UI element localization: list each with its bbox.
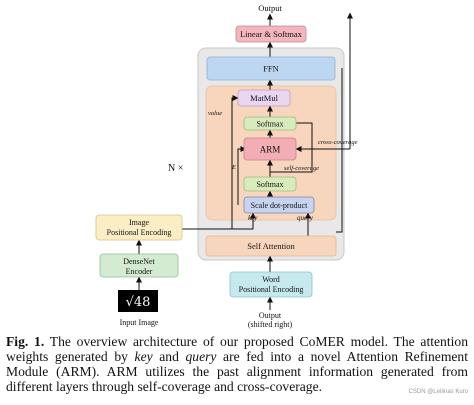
linear-softmax-box	[235, 25, 307, 43]
self-coverage-label: self-coverage	[284, 165, 319, 172]
caption-text-2: and	[152, 349, 186, 364]
arm-label: ARM	[260, 145, 281, 155]
input-image-glyph: √48	[126, 295, 151, 310]
arrow-self-coverage	[270, 122, 313, 173]
matmul-box	[237, 89, 291, 107]
figure-caption: Fig. 1. The overview architecture of our…	[6, 334, 468, 394]
caption-query: query	[185, 349, 217, 364]
image-pe-box	[95, 214, 183, 241]
densenet-label-line1: DenseNet	[123, 257, 155, 266]
arm-box	[243, 137, 297, 161]
figure-number: Fig. 1.	[6, 334, 45, 349]
densenet-box	[99, 253, 179, 278]
n-times-label: N ×	[168, 163, 183, 174]
caption-text-1: The overview architecture of our propose…	[6, 334, 468, 364]
softmax-lower-box	[243, 176, 297, 192]
arrow-value-to-matmul	[231, 95, 239, 229]
scale-dot-product-label: Scale dot-product	[251, 201, 308, 210]
value-label: value	[208, 110, 222, 117]
architecture-diagram: Output Linear & Softmax FFN MatMul Softm…	[95, 3, 358, 329]
word-pe-label-line1: Word	[262, 275, 280, 284]
image-pe-label-line1: Image	[129, 218, 149, 227]
input-image-label: Input Image	[120, 318, 159, 327]
caption-text-3: are fed into a novel Attention Refinemen…	[6, 349, 469, 394]
query-label: query	[297, 214, 314, 222]
ffn-label: FFN	[263, 64, 279, 74]
densenet-label-line2: Encoder	[126, 267, 153, 276]
image-pe-label-line2: Positional Encoding	[107, 228, 172, 237]
ffn-box	[206, 56, 336, 81]
cross-coverage-label: cross-coverage	[318, 139, 358, 146]
output-bottom-label-line2: (shifted right)	[248, 320, 293, 329]
word-pe-label-line2: Positional Encoding	[239, 285, 304, 294]
arrow-imagepe-to-key	[182, 212, 256, 230]
matmul-label: MatMul	[250, 93, 279, 103]
softmax-upper-label: Softmax	[256, 120, 283, 129]
linear-softmax-label: Linear & Softmax	[240, 29, 303, 39]
scale-dot-product-box	[243, 196, 315, 214]
softmax-upper-box	[243, 116, 297, 131]
arrow-e-to-arm	[237, 146, 247, 205]
e-label: E	[231, 164, 236, 171]
input-image	[118, 290, 158, 312]
caption-key: key	[134, 349, 153, 364]
self-attention-label: Self Attention	[247, 241, 295, 251]
arrow-skip-to-ffn	[336, 68, 343, 233]
key-label: key	[248, 214, 258, 222]
watermark: CSDN @Leilinas Kuro	[408, 389, 468, 395]
softmax-lower-label: Softmax	[256, 180, 283, 189]
output-top-label: Output	[258, 3, 282, 13]
word-pe-box	[229, 271, 313, 298]
self-attention-box	[205, 235, 337, 257]
output-bottom-label-line1: Output	[259, 311, 282, 320]
